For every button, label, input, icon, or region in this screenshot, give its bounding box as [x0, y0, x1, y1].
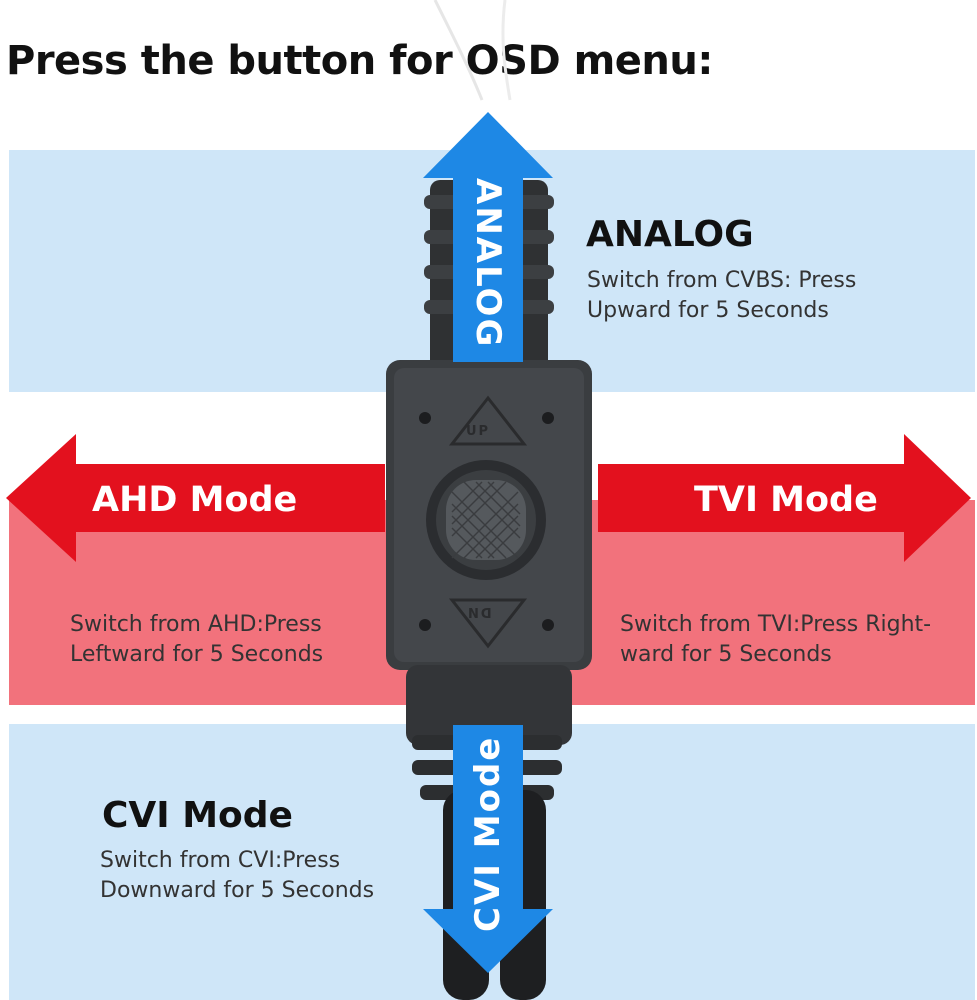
left-arrow-icon	[6, 434, 385, 562]
tvi-desc-line2: ward for 5 Seconds	[620, 642, 832, 667]
tvi-desc-line1: Switch from TVI:Press Right-	[620, 612, 932, 637]
cvi-title: CVI Mode	[102, 795, 293, 836]
analog-arrow-label: ANALOG	[468, 178, 508, 349]
ahd-desc-line2: Leftward for 5 Seconds	[70, 642, 324, 667]
ahd-arrow-label: AHD Mode	[92, 480, 298, 520]
tvi-arrow-label: TVI Mode	[694, 480, 878, 520]
tvi-description: Switch from TVI:Press Right- ward for 5 …	[620, 610, 931, 670]
analog-desc-line1: Switch from CVBS: Press	[587, 268, 857, 293]
cvi-desc-line1: Switch from CVI:Press	[100, 848, 341, 873]
analog-desc-line2: Upward for 5 Seconds	[587, 298, 829, 323]
ahd-description: Switch from AHD:Press Leftward for 5 Sec…	[70, 610, 323, 670]
cvi-arrow-label: CVI Mode	[468, 735, 508, 932]
up-label: UP	[466, 424, 491, 439]
cvi-desc-line2: Downward for 5 Seconds	[100, 878, 375, 903]
dn-label: DN	[466, 604, 492, 619]
up-arrow-icon	[423, 112, 553, 362]
down-arrow-icon	[423, 725, 553, 973]
right-arrow-icon	[598, 434, 971, 562]
analog-description: Switch from CVBS: Press Upward for 5 Sec…	[587, 266, 856, 326]
cvi-description: Switch from CVI:Press Downward for 5 Sec…	[100, 846, 374, 906]
page-title: Press the button for OSD menu:	[6, 38, 713, 84]
ahd-desc-line1: Switch from AHD:Press	[70, 612, 322, 637]
analog-title: ANALOG	[586, 214, 754, 255]
